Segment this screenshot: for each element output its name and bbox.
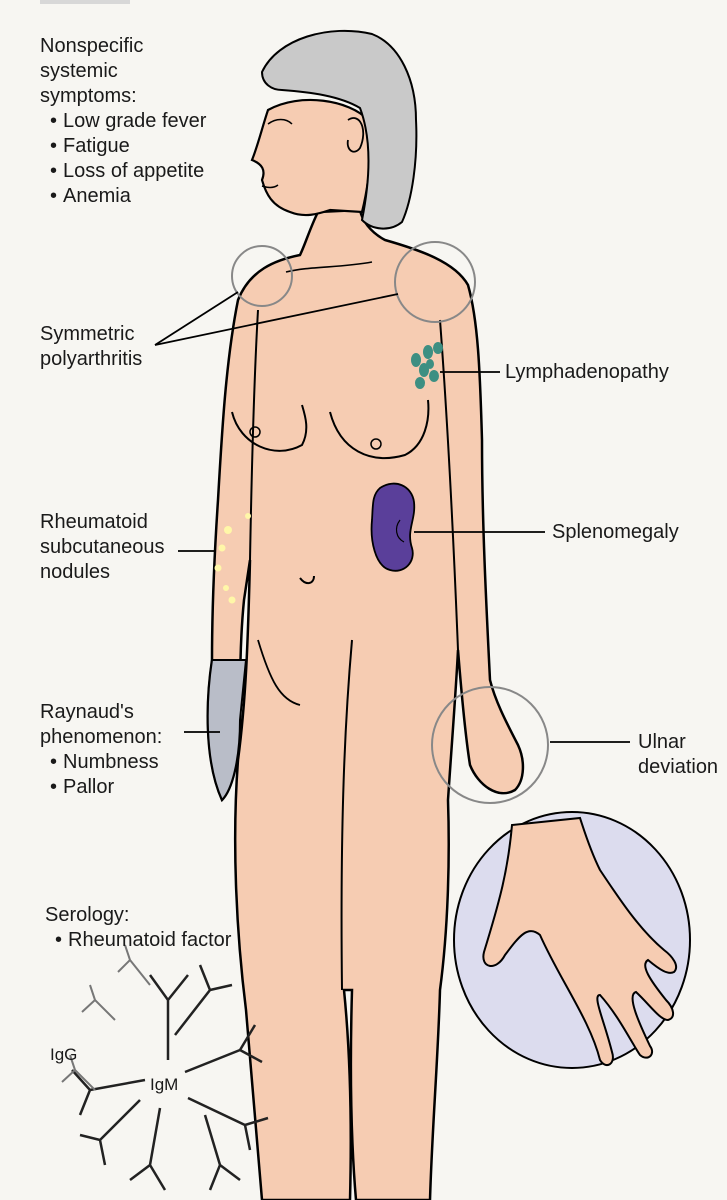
left-arm-inner-line [249, 309, 259, 561]
breast-right [329, 399, 430, 459]
nodules-label: Rheumatoid subcutaneous nodules [40, 510, 165, 585]
lymphadenopathy-label: Lymphadenopathy [505, 360, 669, 385]
igm-pentamer [71, 964, 269, 1191]
navel [299, 575, 315, 584]
igg-text: IgG [50, 1045, 78, 1064]
subcutaneous-nodules [214, 513, 251, 604]
raynaud-item: Pallor [50, 775, 162, 800]
spleen [370, 482, 416, 572]
lymph-text: Lymphadenopathy [505, 361, 669, 383]
polyarthritis-line-2: polyarthritis [40, 348, 143, 370]
serology-heading: Serology: [45, 904, 130, 926]
raynaud-label: Raynaud's phenomenon: Numbness Pallor [40, 700, 162, 800]
polyarthritis-label: Symmetric polyarthritis [40, 322, 142, 372]
ulnar-line-2: deviation [638, 756, 719, 778]
collarbone [285, 261, 373, 273]
nipple-left [249, 426, 261, 438]
serology-item: Rheumatoid factor [55, 928, 231, 953]
raynaud-hand [206, 659, 248, 802]
raynaud-heading-1: Raynaud's [40, 701, 134, 723]
top-edge-bar [40, 0, 130, 4]
nodules-line-1: Rheumatoid [40, 511, 148, 533]
mouth [261, 184, 279, 189]
polyarthritis-line-1: Symmetric [40, 323, 135, 345]
ulnar-line-1: Ulnar [638, 731, 686, 753]
raynaud-heading-2: phenomenon: [40, 726, 163, 748]
systemic-heading-2: systemic [40, 60, 118, 82]
symptom-item: Anemia [50, 184, 206, 209]
eyebrow [267, 118, 293, 125]
ear [346, 117, 365, 153]
raynaud-item: Numbness [50, 750, 162, 775]
right-shoulder-circle [394, 241, 476, 323]
hip-line [257, 639, 301, 706]
left-shoulder-circle [231, 245, 293, 307]
right-arm-inner-line [439, 319, 459, 651]
splenomegaly-label: Splenomegaly [552, 520, 679, 545]
ulnar-deviation-label: Ulnar deviation [638, 730, 718, 780]
systemic-heading-1: Nonspecific [40, 35, 144, 57]
symptom-item: Loss of appetite [50, 159, 206, 184]
nodules-line-3: nodules [40, 561, 111, 583]
nodules-line-2: subcutaneous [40, 536, 165, 558]
igg-label: IgG [50, 1042, 77, 1067]
breast-left [231, 404, 308, 452]
igm-text: IgM [150, 1075, 179, 1094]
igg-molecules [61, 944, 151, 1091]
hair [260, 29, 418, 230]
igm-label: IgM [150, 1072, 178, 1097]
deviated-hand [482, 816, 678, 1067]
symptom-item: Low grade fever [50, 109, 206, 134]
right-hand-circle [431, 686, 549, 804]
symptom-item: Fatigue [50, 134, 206, 159]
nipple-right [370, 438, 382, 450]
lymph-nodes [411, 342, 443, 389]
leg-divide [340, 639, 353, 991]
systemic-heading-3: symptoms: [40, 85, 137, 107]
polyarthritis-leader-2 [154, 293, 399, 346]
spleen-text: Splenomegaly [552, 521, 679, 543]
systemic-symptoms-label: Nonspecific systemic symptoms: Low grade… [40, 34, 206, 209]
serology-label: Serology: Rheumatoid factor [45, 903, 231, 953]
spleen-notch [395, 519, 405, 543]
polyarthritis-leader-1 [154, 291, 239, 346]
